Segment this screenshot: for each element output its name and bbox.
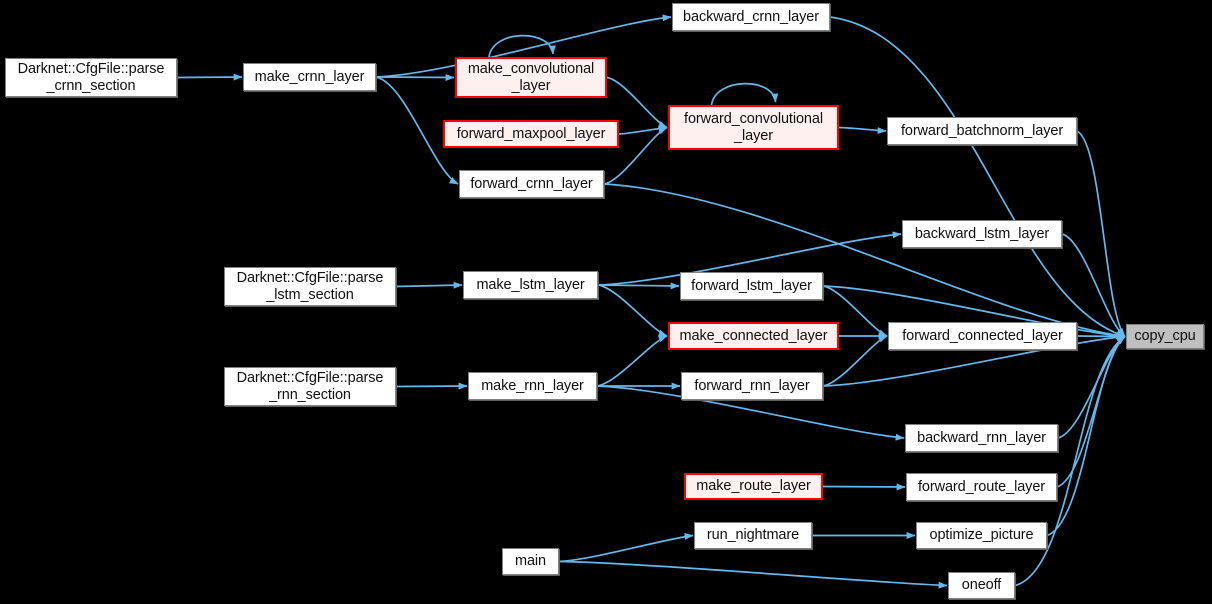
edge-forward_route_layer-to-copy_cpu [1056, 335, 1126, 488]
edge-parse_lstm_section-to-make_lstm_layer [395, 281, 463, 289]
graph-node-make_crnn_layer[interactable]: make_crnn_layer [243, 63, 376, 91]
edge-forward_crnn_layer-to-forward_convolutional_layer [603, 126, 668, 185]
graph-node-forward_maxpool_layer[interactable]: forward_maxpool_layer [443, 120, 619, 148]
graph-node-forward_lstm_layer[interactable]: forward_lstm_layer [680, 272, 823, 300]
graph-node-backward_lstm_layer[interactable]: backward_lstm_layer [902, 220, 1062, 248]
graph-node-oneoff[interactable]: oneoff [948, 572, 1015, 599]
edge-make_crnn_layer-to-make_convolutional_layer [375, 73, 455, 81]
edge-forward_convolutional_layer-to-forward_batchnorm_layer [838, 126, 887, 135]
graph-node-main[interactable]: main [502, 548, 559, 575]
graph-node-forward_rnn_layer[interactable]: forward_rnn_layer [681, 372, 823, 400]
edge-forward_crnn_layer-to-copy_cpu [603, 183, 1126, 339]
edge-make_rnn_layer-to-backward_rnn_layer [596, 385, 905, 441]
edge-forward_convolutional_layer-to-forward_convolutional_layer [710, 82, 779, 106]
graph-node-make_convolutional_layer[interactable]: make_convolutional _layer [455, 57, 607, 98]
edge-parse_crnn_section-to-make_crnn_layer [176, 73, 243, 81]
graph-node-copy_cpu[interactable]: copy_cpu [1126, 324, 1204, 349]
graph-node-forward_route_layer[interactable]: forward_route_layer [906, 473, 1057, 501]
graph-node-make_connected_layer[interactable]: make_connected_layer [668, 322, 839, 350]
edge-forward_lstm_layer-to-copy_cpu [822, 285, 1126, 340]
edge-backward_lstm_layer-to-copy_cpu [1061, 233, 1126, 338]
edge-make_crnn_layer-to-backward_crnn_layer [375, 14, 672, 78]
edge-make_lstm_layer-to-forward_lstm_layer [597, 282, 680, 290]
graph-node-forward_crnn_layer[interactable]: forward_crnn_layer [459, 170, 604, 198]
edge-make_lstm_layer-to-backward_lstm_layer [597, 231, 902, 286]
graph-node-make_route_layer[interactable]: make_route_layer [684, 473, 823, 500]
graph-node-forward_convolutional_layer[interactable]: forward_convolutional _layer [668, 105, 839, 150]
edge-forward_batchnorm_layer-to-copy_cpu [1076, 130, 1126, 338]
graph-node-backward_crnn_layer[interactable]: backward_crnn_layer [672, 3, 830, 31]
edge-forward_rnn_layer-to-forward_connected_layer [822, 335, 888, 387]
graph-node-parse_lstm_section[interactable]: Darknet::CfgFile::parse _lstm_section [224, 267, 396, 306]
edge-optimize_picture-to-copy_cpu [1046, 335, 1126, 537]
graph-node-make_rnn_layer[interactable]: make_rnn_layer [468, 372, 597, 400]
edge-parse_rnn_section-to-make_rnn_layer [395, 382, 468, 390]
edge-oneoff-to-copy_cpu [1014, 335, 1126, 587]
edge-make_convolutional_layer-to-forward_convolutional_layer [606, 76, 668, 129]
edge-make_rnn_layer-to-make_connected_layer [596, 335, 668, 387]
graph-node-forward_connected_layer[interactable]: forward_connected_layer [888, 322, 1077, 350]
graph-node-run_nightmare[interactable]: run_nightmare [694, 522, 812, 549]
edge-make_crnn_layer-to-forward_crnn_layer [375, 76, 459, 185]
edge-main-to-oneoff [558, 560, 948, 589]
graph-node-backward_rnn_layer[interactable]: backward_rnn_layer [905, 424, 1058, 452]
edge-backward_crnn_layer-to-copy_cpu [829, 16, 1126, 338]
graph-node-parse_crnn_section[interactable]: Darknet::CfgFile::parse _crnn_section [5, 58, 177, 97]
edge-make_convolutional_layer-to-make_convolutional_layer [488, 34, 556, 58]
edge-make_route_layer-to-forward_route_layer [822, 483, 906, 491]
edge-main-to-run_nightmare [558, 532, 694, 563]
graph-node-optimize_picture[interactable]: optimize_picture [916, 522, 1047, 549]
graph-node-make_lstm_layer[interactable]: make_lstm_layer [463, 271, 598, 299]
edge-forward_rnn_layer-to-copy_cpu [822, 333, 1126, 387]
graph-node-forward_batchnorm_layer[interactable]: forward_batchnorm_layer [887, 117, 1077, 145]
edge-make_lstm_layer-to-make_connected_layer [597, 284, 668, 337]
graph-node-parse_rnn_section[interactable]: Darknet::CfgFile::parse _rnn_section [224, 367, 396, 406]
